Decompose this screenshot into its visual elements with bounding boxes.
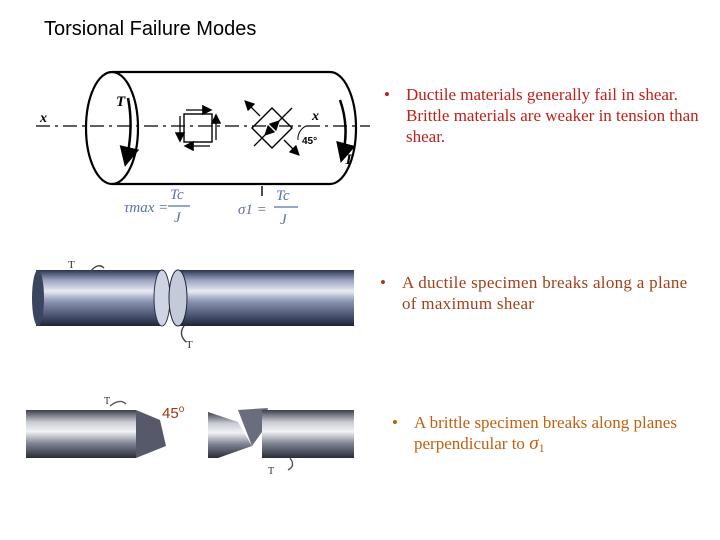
sigma-denominator: J <box>280 212 288 228</box>
bullet-text: Ductile materials generally fail in shea… <box>406 85 699 146</box>
sigma-label: σ1 = <box>238 202 267 218</box>
bullet-brittle-specimen: • A brittle specimen breaks along planes… <box>392 412 712 459</box>
bullet-dot: • <box>392 413 398 432</box>
torque-label-left: T <box>116 94 126 110</box>
tau-max-label: τmax = <box>124 200 168 216</box>
angle-marker-45: 45o <box>162 404 184 422</box>
angle-marker-degree: o <box>178 404 185 415</box>
ductile-torque-label-top: T <box>68 259 75 271</box>
sigma-subscript: 1 <box>538 441 545 455</box>
bullet-text: A brittle specimen breaks along planes p… <box>414 413 677 453</box>
shear-formula: τmax = Tc J <box>124 187 190 226</box>
angle-label: 45° <box>302 136 317 147</box>
shaft-diagram: T T x x 45° <box>36 70 370 186</box>
ductile-torque-label-bottom: T <box>186 339 193 351</box>
bullet-dot: • <box>380 273 387 292</box>
bullet-ductile-general: • Ductile materials generally fail in sh… <box>384 84 704 147</box>
torque-label-right: T <box>344 152 354 168</box>
sigma-numerator: Tc <box>276 188 290 204</box>
bullet-dot: • <box>384 85 390 104</box>
tau-denominator: J <box>174 210 182 226</box>
axis-label-right: x <box>311 109 319 124</box>
brittle-specimen-photo: T T <box>26 396 354 477</box>
bullet-text-wrap: A brittle specimen breaks along planes p… <box>392 412 712 459</box>
angle-marker-value: 45 <box>162 405 179 422</box>
axis-label-left: x <box>39 111 47 126</box>
ductile-specimen-photo: T T <box>32 259 354 351</box>
tau-numerator: Tc <box>170 187 184 203</box>
brittle-torque-label-bottom: T <box>268 466 274 477</box>
bullet-ductile-specimen: • A ductile specimen breaks along a plan… <box>380 272 700 314</box>
normal-formula: σ1 = Tc J <box>238 188 298 228</box>
brittle-torque-label-top: T <box>104 396 110 407</box>
bullet-text: A ductile specimen breaks along a plane … <box>402 273 688 313</box>
page-title: Torsional Failure Modes <box>44 18 257 40</box>
sigma-symbol: σ <box>529 433 539 454</box>
